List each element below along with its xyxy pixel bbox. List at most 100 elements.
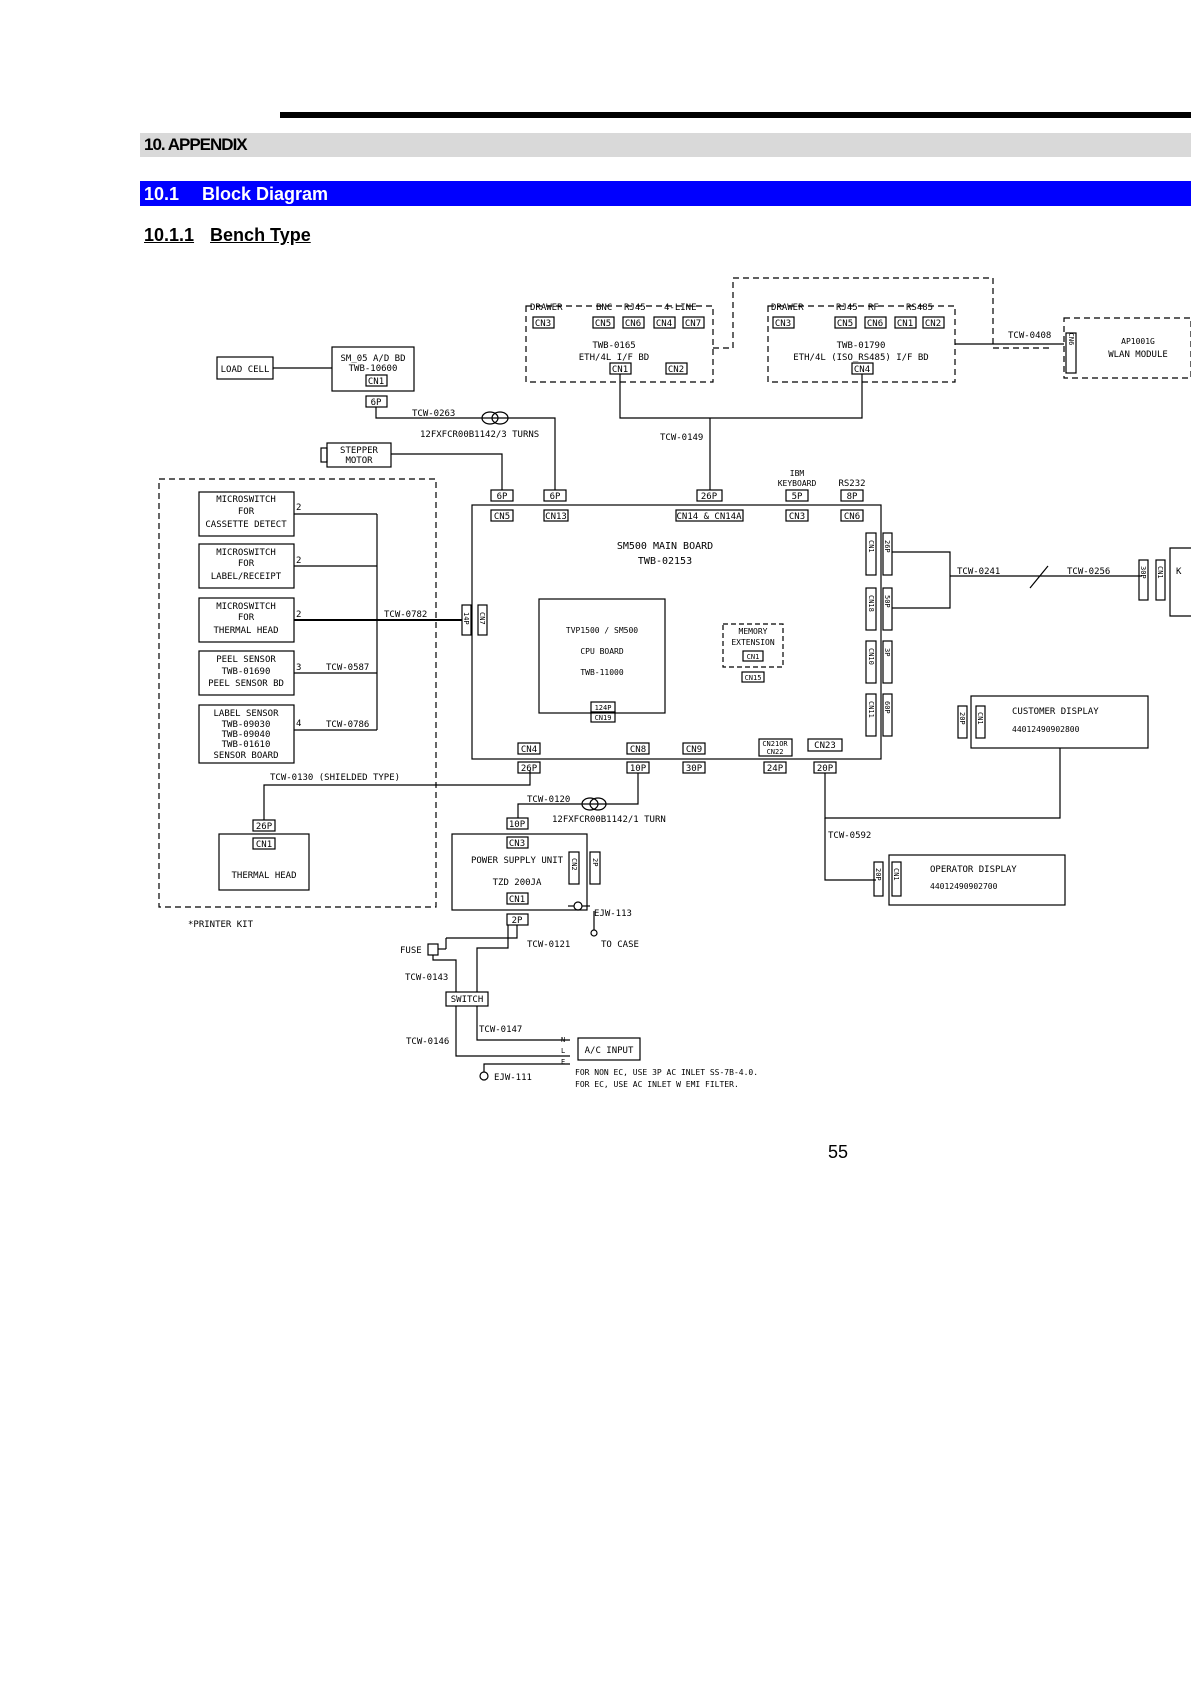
main-bottom-pins: 26P 10P 30P 24P 20P [517, 761, 837, 774]
ground-lug-icon [479, 1071, 489, 1081]
memory-cn15-box [741, 671, 765, 683]
sw4-line1: PEEL SENSOR [216, 655, 276, 665]
sw5-line1: LABEL SENSOR [213, 709, 279, 719]
eth1-cn1: CN1 [612, 365, 628, 375]
customer-display-box [970, 695, 1149, 749]
main-cn11: CN11 [867, 701, 875, 718]
ferrite-core-icon [589, 797, 607, 811]
od-cn1: CN1 [892, 868, 900, 881]
kb-cn1: CN1 [1156, 566, 1164, 579]
fuse-label: FUSE [400, 946, 422, 956]
main-24p-bottom: 24P [767, 764, 784, 774]
tcw0241-label: TCW-0241 [957, 567, 1000, 577]
ad-cn1-box [365, 374, 388, 387]
main-cn23: CN23 [814, 741, 836, 751]
main-top-pins: 6P 6P 26P 5P 8P [490, 489, 864, 502]
cpu-line2: CPU BOARD [580, 647, 624, 656]
wlan-module-box [1063, 317, 1191, 379]
sw4-pin: 3 [296, 663, 301, 673]
main-cn7-box [477, 604, 488, 636]
main-cn6: CN6 [844, 512, 860, 522]
load-cell-label: LOAD CELL [221, 365, 270, 375]
eth1-top-drawer: DRAWER [530, 303, 563, 313]
psu-2p-side: 2P [591, 858, 599, 866]
psu-cn2: CN2 [570, 858, 578, 871]
eth1-cn3: CN3 [535, 319, 551, 329]
ad-board-box [331, 346, 415, 392]
sw2-pin: 2 [296, 556, 301, 566]
memory-cn15: CN15 [745, 674, 762, 682]
eth2-cn2: CN2 [925, 319, 941, 329]
cpu-cn19-box [590, 711, 616, 723]
rs232-label: RS232 [838, 479, 865, 489]
ad-board-line1: SM_05 A/D BD [340, 354, 405, 364]
sw5-line5: SENSOR BOARD [213, 751, 278, 761]
eth1-line1: TWB-0165 [592, 341, 635, 351]
eth1-cn2: CN2 [668, 365, 684, 375]
psu-cn3-box [506, 836, 529, 849]
sw1-line1: MICROSWITCH [216, 495, 276, 505]
ferrite-core-icon [481, 411, 499, 425]
main-cn21or: CN21OR [762, 740, 788, 748]
eth2-top-rf: RF [868, 303, 879, 313]
main-bottom-connectors: CN4 CN8 CN9 CN21OR CN22 CN23 [517, 738, 843, 757]
od-cn1-box [891, 861, 902, 897]
sw5-line4: TWB-01610 [222, 740, 271, 750]
eth1-top-bnc: BNC [596, 303, 612, 313]
ad-board-line2: TWB-10600 [349, 364, 398, 374]
ac-note1: FOR NON EC, USE 3P AC INLET SS-7B-4.0. [575, 1068, 758, 1077]
main-cn3: CN3 [789, 512, 805, 522]
cd-cn1-box [975, 705, 986, 739]
fuse-icon [427, 943, 439, 956]
stepper-line1: STEPPER [340, 446, 379, 456]
od-line1: OPERATOR DISPLAY [930, 865, 1017, 875]
eth1-top-rj45: RJ45 [624, 303, 646, 313]
cd-cn1: CN1 [976, 712, 984, 725]
chapter-heading: 10. APPENDIX [144, 135, 248, 154]
memory-cn1: CN1 [747, 653, 760, 661]
memory-line2: EXTENSION [731, 638, 775, 647]
thermal-head-box [218, 833, 310, 891]
tcw0121-label: TCW-0121 [527, 940, 570, 950]
ibm-keyboard-line2: KEYBOARD [778, 479, 817, 488]
psu-10p-box [506, 817, 529, 830]
eth1-top-4line: 4-LINE [664, 303, 697, 313]
main-14p-box [461, 604, 472, 636]
eth1-cn5: CN5 [595, 319, 611, 329]
sw4-line2: TWB-01690 [222, 667, 271, 677]
psu-cn1-box [506, 892, 529, 905]
ibm-keyboard-line1: IBM [790, 469, 805, 478]
eth2-top-rs485: RS485 [906, 303, 933, 313]
sw2-line3: LABEL/RECEIPT [211, 572, 282, 582]
cd-line1: CUSTOMER DISPLAY [1012, 707, 1099, 717]
to-case-terminal-icon [590, 929, 598, 937]
kb-cn1-box [1155, 559, 1166, 601]
od-20p: 20P [874, 868, 882, 881]
ejw111-label: EJW-111 [494, 1073, 532, 1083]
main-cn14: CN14 & CN14A [676, 512, 742, 522]
sw5-pin: 4 [296, 719, 301, 729]
main-board-title: SM500 MAIN BOARD [617, 541, 713, 552]
od-20p-box [873, 861, 884, 897]
eth1-connectors: CN3 CN5 CN6 CN4 CN7 [532, 316, 705, 329]
main-board-part: TWB-02153 [638, 556, 692, 567]
cpu-cn19: CN19 [595, 714, 612, 722]
tcw0786-label: TCW-0786 [326, 720, 369, 730]
wlan-line2: WLAN MODULE [1108, 350, 1168, 360]
kb-letter: K [1176, 567, 1182, 577]
main-cn10: CN10 [867, 648, 875, 665]
main-cn13: CN13 [545, 512, 567, 522]
main-pin-26p: 26P [701, 492, 718, 502]
main-right-connectors: CN1 CN18 CN10 CN11 26P 50P 3P 60P [865, 532, 893, 737]
memory-cn1-box [742, 650, 764, 662]
sw2-line1: MICROSWITCH [216, 548, 276, 558]
wlan-cn6: CN6 [1067, 333, 1075, 346]
page-number: 55 [828, 1142, 849, 1162]
cpu-124p: 124P [595, 704, 612, 712]
tcw0120-label: TCW-0120 [527, 795, 570, 805]
main-board-box [471, 504, 882, 760]
tcw0587-label: TCW-0587 [326, 663, 369, 673]
to-case-label: TO CASE [601, 940, 639, 950]
